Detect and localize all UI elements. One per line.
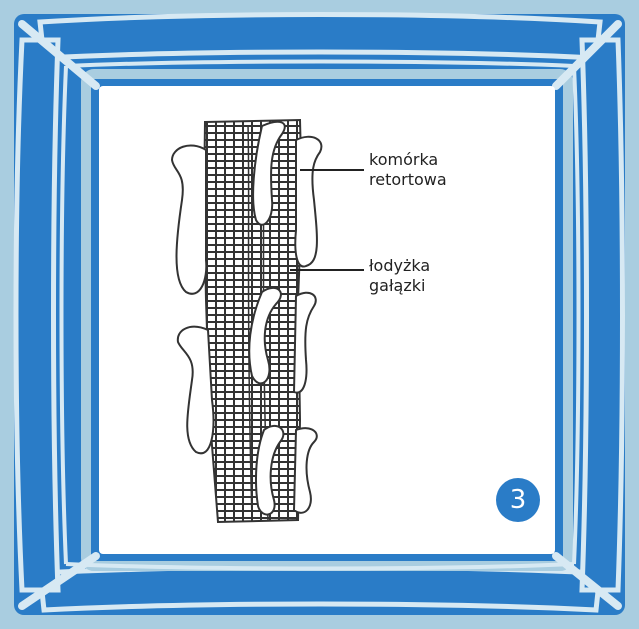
page-number-badge: 3 (496, 478, 540, 522)
retort-cell-label: komórka retortowa (369, 150, 447, 190)
retort-cell (178, 327, 214, 454)
retort-cell (172, 145, 206, 293)
retort-cell (294, 428, 317, 513)
branch-stem-label: łodyżka gałązki (369, 256, 430, 296)
retort-cell (294, 293, 316, 393)
retort-cell (295, 137, 321, 267)
